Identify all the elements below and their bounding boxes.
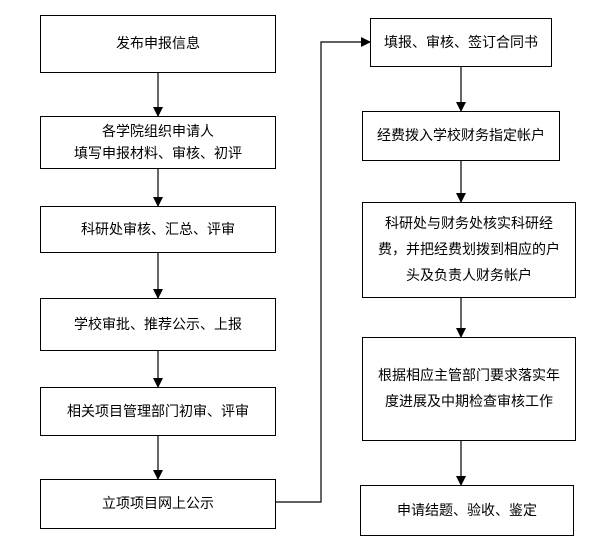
step-completion: 申请结题、验收、鉴定 — [360, 485, 574, 536]
step-label: 科研处与财务处核实科研经费，并把经费划拨到相应的户头及负责人财务帐户 — [378, 216, 560, 284]
step-label: 学校审批、推荐公示、上报 — [74, 316, 242, 333]
step-label: 立项项目网上公示 — [102, 496, 214, 512]
step-college-submission: 各学院组织申请人 填写申报材料、审核、初评 — [40, 116, 276, 169]
step-department-review: 相关项目管理部门初审、评审 — [40, 387, 276, 436]
step-school-approval: 学校审批、推荐公示、上报 — [40, 298, 276, 351]
step-label: 相关项目管理部门初审、评审 — [67, 403, 249, 420]
step-label: 各学院组织申请人 填写申报材料、审核、初评 — [74, 123, 242, 162]
step-funds-transfer: 科研处与财务处核实科研经费，并把经费划拨到相应的户头及负责人财务帐户 — [362, 202, 576, 298]
step-label: 根据相应主管部门要求落实年度进展及中期检查审核工作 — [378, 368, 560, 410]
step-progress-inspection: 根据相应主管部门要求落实年度进展及中期检查审核工作 — [362, 337, 576, 441]
step-funds-deposit: 经费拨入学校财务指定帐户 — [362, 111, 560, 161]
step-label: 填报、审核、签订合同书 — [384, 34, 538, 51]
step-research-office-review: 科研处审核、汇总、评审 — [40, 206, 276, 253]
step-label: 科研处审核、汇总、评审 — [81, 221, 235, 238]
step-online-notice: 立项项目网上公示 — [40, 479, 276, 529]
step-label: 发布申报信息 — [116, 36, 200, 52]
step-publish-info: 发布申报信息 — [40, 15, 276, 73]
arrow-notice-to-contract — [276, 37, 371, 503]
step-contract: 填报、审核、签订合同书 — [370, 18, 552, 67]
step-label: 经费拨入学校财务指定帐户 — [377, 128, 545, 144]
step-label: 申请结题、验收、鉴定 — [397, 502, 537, 519]
